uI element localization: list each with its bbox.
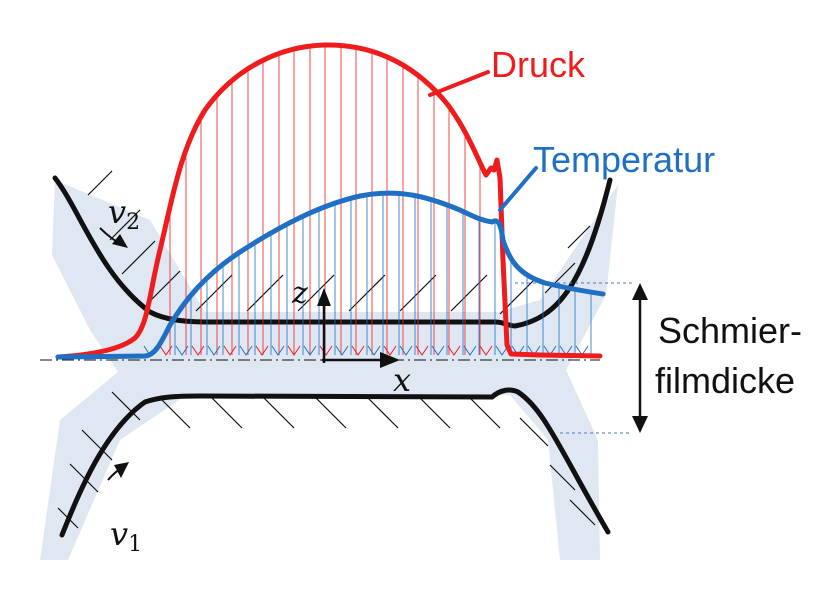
film-chevron <box>239 345 253 356</box>
upper-body-hatching <box>87 170 591 315</box>
film-chevron <box>415 345 429 356</box>
film-chevron <box>207 345 221 356</box>
x-axis-arrowhead <box>380 352 400 368</box>
film-chevron <box>399 345 413 356</box>
pressure-label: Druck <box>491 44 586 85</box>
film-chevron <box>351 345 365 356</box>
velocity-lower-arrowhead <box>114 462 129 478</box>
film-thickness-label-line1: Schmier- <box>658 310 802 351</box>
film-chevron <box>287 345 301 356</box>
film-chevron <box>383 345 397 356</box>
velocity-lower-symbol: v <box>110 515 128 553</box>
film-chevron <box>159 345 173 356</box>
film-chevron <box>319 345 333 356</box>
film-chevron <box>447 345 461 356</box>
velocity-lower-subscript: 1 <box>128 532 142 557</box>
film-chevron <box>255 345 269 356</box>
temperature-curve <box>55 190 606 360</box>
velocity-upper-symbol: v <box>108 193 126 231</box>
film-thickness-arrow-bottom <box>632 416 648 433</box>
film-chevron <box>367 345 381 356</box>
temperature-leader-line <box>498 166 538 212</box>
pressure-leader-line <box>428 70 490 97</box>
film-chevron <box>191 345 205 356</box>
lubricant-film-region <box>40 180 618 560</box>
z-axis-arrowhead <box>317 288 331 306</box>
upper-body-contour <box>52 175 613 329</box>
z-axis-label: z <box>291 276 308 311</box>
lower-body-hatching <box>57 391 596 529</box>
x-axis-label: x <box>393 361 411 399</box>
film-chevron <box>223 345 237 356</box>
film-chevron <box>495 345 509 356</box>
velocity-upper-label: v2 <box>108 193 140 235</box>
lower-body-contour <box>59 387 611 538</box>
pressure-curve <box>55 42 603 360</box>
film-chevron <box>479 345 493 356</box>
film-chevron <box>431 345 445 356</box>
pressure-hatch-lines <box>169 44 481 355</box>
film-chevron <box>463 345 477 356</box>
velocity-lower-label: v1 <box>110 515 142 557</box>
film-thickness-label-line2: filmdicke <box>655 360 795 401</box>
film-chevron <box>303 345 317 356</box>
film-chevron <box>335 345 349 356</box>
film-thickness-arrow-top <box>632 283 648 300</box>
temperature-hatch-lines <box>174 193 592 355</box>
film-chevron <box>175 345 189 356</box>
velocity-upper-arrowhead <box>112 234 128 248</box>
velocity-upper-subscript: 2 <box>126 210 140 235</box>
temperature-label: Temperatur <box>533 139 715 180</box>
film-chevron <box>271 345 285 356</box>
